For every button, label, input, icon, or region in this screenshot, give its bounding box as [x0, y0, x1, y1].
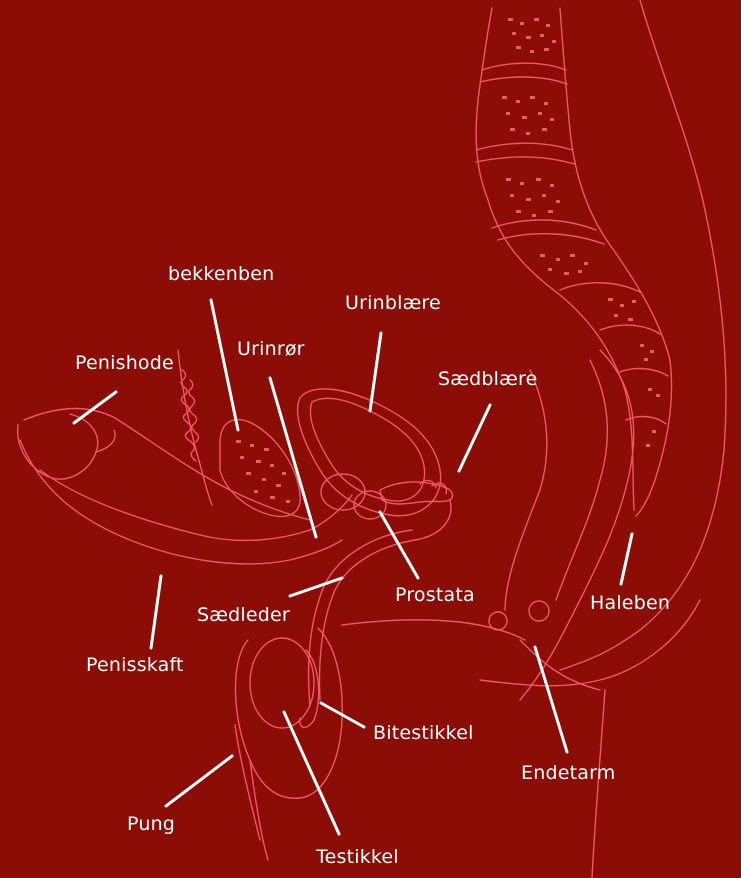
vertebra-separator: [480, 77, 567, 84]
pubic-hair-edge: [178, 350, 212, 505]
vertebra-separator: [600, 325, 660, 334]
leader-penisskaft: [151, 576, 161, 648]
leader-penishode: [74, 392, 116, 423]
label-haleben: Haleben: [590, 594, 670, 613]
vas-deferens-inner: [309, 530, 412, 706]
label-endetarm: Endetarm: [521, 764, 615, 783]
glans-outline: [18, 414, 98, 479]
leader-pung: [166, 756, 232, 806]
vertebra-separator: [492, 220, 596, 230]
label-urinblaere: Urinblære: [345, 294, 441, 313]
sacrum-left-outline: [476, 8, 634, 510]
vertebra-separator: [498, 234, 604, 244]
leader-saedblaere: [459, 405, 490, 471]
label-bitestikkel: Bitestikkel: [373, 724, 474, 743]
testicle: [250, 638, 314, 728]
back-outline: [560, 0, 726, 670]
vertebra-separator: [626, 417, 666, 424]
vertebra-separator: [476, 143, 572, 150]
lower-body-left: [235, 725, 260, 840]
label-bekkenben: bekkenben: [168, 265, 274, 284]
endetarm-lower-line: [592, 690, 605, 878]
leader-prostata: [380, 512, 418, 578]
urethra: [40, 470, 352, 540]
leader-urinblaere: [370, 333, 381, 411]
label-urinror: Urinrør: [237, 340, 305, 359]
label-penisskaft: Penisskaft: [86, 656, 184, 675]
rectum-outer: [520, 350, 634, 700]
rectum-inner: [505, 370, 547, 610]
leader-endetarm: [535, 647, 567, 752]
bone-speckles: [236, 18, 660, 503]
glans-corona: [96, 430, 115, 452]
leader-testikkel: [284, 712, 339, 834]
leader-haleben: [621, 534, 632, 584]
rectum-circle-right: [529, 601, 549, 621]
bladder-inner: [310, 398, 424, 501]
sacrum-right-outline: [560, 8, 672, 516]
vertebra-separator: [476, 157, 574, 164]
label-testikkel: Testikkel: [316, 848, 399, 867]
label-penishode: Penishode: [75, 354, 174, 373]
label-saedblaere: Sædblære: [438, 370, 537, 389]
label-pung: Pung: [127, 815, 175, 834]
vertebra-separator: [620, 369, 668, 376]
rectum-wall: [556, 360, 607, 600]
vertebra-separator: [482, 63, 566, 70]
vertebra-separator: [560, 283, 640, 292]
pubic-hair-scribble: [189, 380, 199, 442]
perineum-outline: [342, 620, 525, 640]
label-prostata: Prostata: [395, 586, 475, 605]
label-saedleder: Sædleder: [197, 606, 290, 625]
leader-bekkenben: [211, 300, 238, 430]
